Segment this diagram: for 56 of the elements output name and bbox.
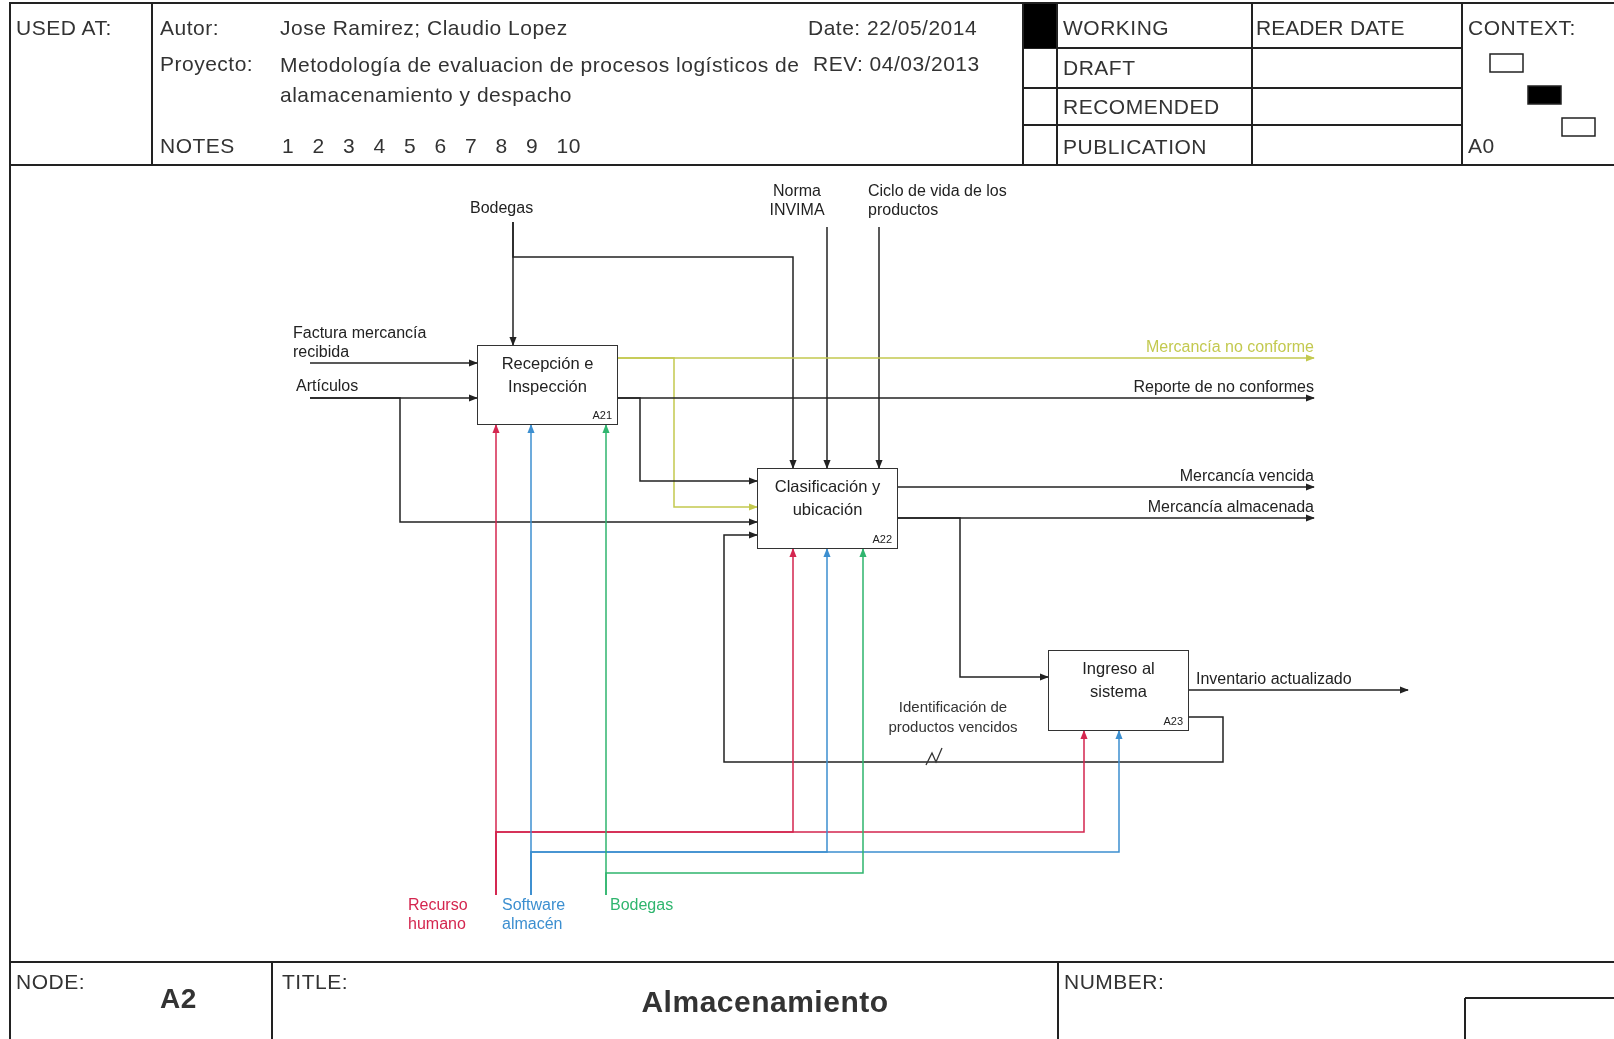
activity-box xyxy=(477,345,618,425)
form-label: USED AT: xyxy=(16,16,112,40)
arrow xyxy=(897,517,1049,681)
flow-label: Factura mercancía recibida xyxy=(293,323,473,363)
arrow xyxy=(617,357,758,511)
flow-label: Bodegas xyxy=(470,198,556,222)
form-label: WORKING xyxy=(1063,16,1170,40)
form-label: Jose Ramirez; Claudio Lopez xyxy=(280,16,568,40)
arrow xyxy=(823,226,831,469)
activity-box xyxy=(757,468,898,549)
form-label: NUMBER: xyxy=(1064,970,1165,994)
activity-name: Clasificación y ubicación xyxy=(773,476,882,520)
activity-number: A21 xyxy=(592,409,612,422)
flow-label: Ciclo de vida de los productos xyxy=(868,181,1028,227)
form-label: Metodología de evaluacion de procesos logísticos de alamacenamiento y despacho xyxy=(280,52,800,108)
arrow xyxy=(617,397,758,485)
flow-label: Reporte de no conformes xyxy=(1040,377,1314,400)
flow-label: Norma INVIMA xyxy=(757,181,837,227)
activity-number: A22 xyxy=(872,533,892,546)
flow-label: Recurso humano xyxy=(408,895,494,939)
activity-box xyxy=(1048,650,1189,731)
flow-label: Bodegas xyxy=(610,895,696,919)
form-label: RECOMENDED xyxy=(1063,95,1220,119)
arrow xyxy=(723,531,1224,763)
flow-label: Mercancía no conforme xyxy=(1040,337,1314,360)
form-label: TITLE: xyxy=(282,970,348,994)
form-label: Proyecto: xyxy=(160,52,254,76)
form-label: A0 xyxy=(1468,134,1495,158)
form-label: DATE xyxy=(1350,16,1405,40)
form-label: READER xyxy=(1256,16,1344,40)
diagram-title: Almacenamiento xyxy=(640,984,890,1020)
arrow xyxy=(309,397,758,526)
form-label: CONTEXT: xyxy=(1468,16,1576,40)
arrow xyxy=(512,221,797,469)
arrow xyxy=(1188,686,1409,694)
flow-label: Inventario actualizado xyxy=(1196,669,1408,692)
form-label: REV: 04/03/2013 xyxy=(813,52,980,76)
flow-label: Mercancía almacenada xyxy=(1060,497,1314,520)
arrow xyxy=(875,226,883,469)
arrow xyxy=(309,359,478,367)
activity-number: A23 xyxy=(1163,715,1183,728)
arrow xyxy=(605,548,867,896)
activity-name: Recepción e Inspección xyxy=(500,353,595,397)
form-label: PUBLICATION xyxy=(1063,135,1207,159)
flow-label: Software almacén xyxy=(502,895,598,939)
flow-label: Mercancía vencida xyxy=(1060,466,1314,489)
form-label: A2 xyxy=(160,982,197,1016)
form-label: 1 2 3 4 5 6 7 8 9 10 xyxy=(282,134,581,158)
activity-name: Ingreso al sistema xyxy=(1081,658,1156,702)
form-label: DRAFT xyxy=(1063,56,1136,80)
form-label: Date: 22/05/2014 xyxy=(808,16,978,40)
form-label: Autor: xyxy=(160,16,220,40)
form-label: NODE: xyxy=(16,970,85,994)
arrow xyxy=(897,483,1315,491)
form-label: NOTES xyxy=(160,134,235,158)
flow-label: Artículos xyxy=(296,376,386,398)
